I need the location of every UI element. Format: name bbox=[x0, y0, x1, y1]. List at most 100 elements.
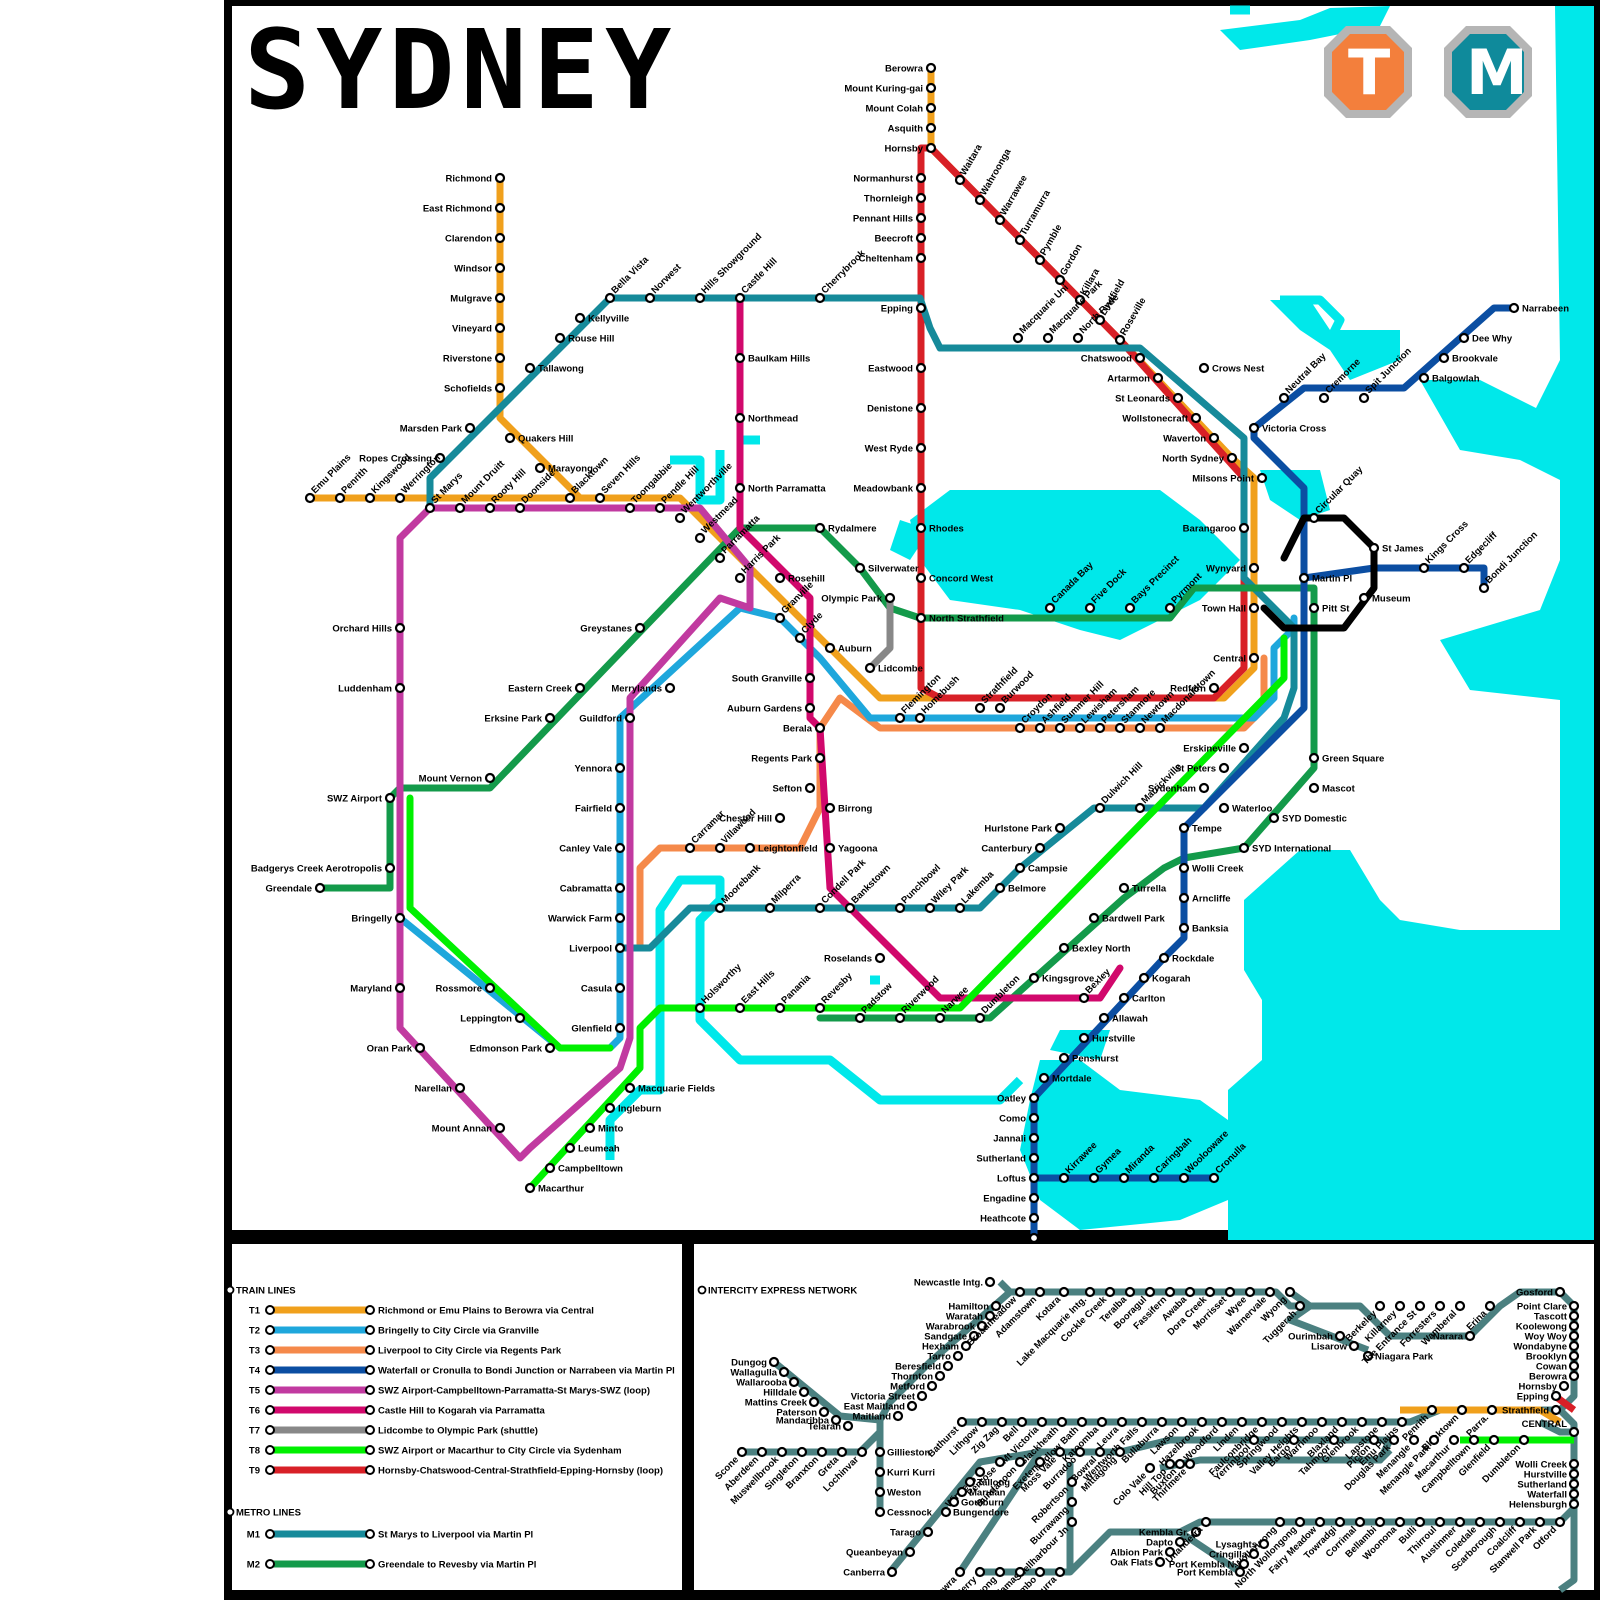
station-barangaroo[interactable] bbox=[1240, 524, 1248, 532]
intercity-station-lapstone[interactable] bbox=[1378, 1418, 1386, 1426]
station-blacktown[interactable] bbox=[566, 494, 574, 502]
station-dumbleton[interactable] bbox=[976, 1014, 984, 1022]
station-schofields[interactable] bbox=[496, 384, 504, 392]
intercity-station-faulconbridge[interactable] bbox=[1258, 1418, 1266, 1426]
intercity-station-parra[interactable] bbox=[1488, 1406, 1496, 1414]
intercity-station-oak-flats[interactable] bbox=[1156, 1558, 1164, 1566]
intercity-station-tallong[interactable] bbox=[966, 1478, 974, 1486]
station-engadine[interactable] bbox=[1030, 1194, 1038, 1202]
station-cremorne[interactable] bbox=[1320, 394, 1328, 402]
intercity-station-blacktown[interactable] bbox=[1458, 1406, 1466, 1414]
intercity-station-shellharbour-jn[interactable] bbox=[1068, 1518, 1076, 1526]
intercity-station-fassifern[interactable] bbox=[1166, 1288, 1174, 1296]
station-pendle-hill[interactable] bbox=[656, 504, 664, 512]
intercity-station-wolli-creek[interactable] bbox=[1570, 1460, 1578, 1468]
intercity-station-dora-creek[interactable] bbox=[1206, 1288, 1214, 1296]
intercity-station-scone[interactable] bbox=[738, 1448, 746, 1456]
intercity-station-coledale[interactable] bbox=[1476, 1518, 1484, 1526]
intercity-station-hazelbrook[interactable] bbox=[1198, 1418, 1206, 1426]
intercity-station-north-wollongong[interactable] bbox=[1296, 1518, 1304, 1526]
intercity-station-epping[interactable] bbox=[1552, 1392, 1560, 1400]
intercity-station-cockle-creek[interactable] bbox=[1106, 1288, 1114, 1296]
intercity-station-bell[interactable] bbox=[1018, 1418, 1026, 1426]
station-st-peters[interactable] bbox=[1220, 764, 1228, 772]
intercity-station-thirroul[interactable] bbox=[1436, 1518, 1444, 1526]
station-meadowbank[interactable] bbox=[917, 484, 925, 492]
intercity-station-waterfall[interactable] bbox=[1570, 1490, 1578, 1498]
intercity-station-bullaburra[interactable] bbox=[1158, 1418, 1166, 1426]
station-north-ryde[interactable] bbox=[1074, 334, 1082, 342]
station-yennora[interactable] bbox=[616, 764, 624, 772]
station-arncliffe[interactable] bbox=[1180, 894, 1188, 902]
station-wentworthville[interactable] bbox=[676, 514, 684, 522]
station-vineyard[interactable] bbox=[496, 324, 504, 332]
station-asquith[interactable] bbox=[927, 124, 935, 132]
station-lidcombe[interactable] bbox=[866, 664, 874, 672]
station-petersham[interactable] bbox=[1096, 724, 1104, 732]
station-flemington[interactable] bbox=[896, 714, 904, 722]
intercity-station-lawson[interactable] bbox=[1178, 1418, 1186, 1426]
intercity-station-lithgow[interactable] bbox=[978, 1418, 986, 1426]
station-campsie[interactable] bbox=[1016, 864, 1024, 872]
intercity-station-east-maitland[interactable] bbox=[908, 1402, 916, 1410]
station-strathfield[interactable] bbox=[976, 704, 984, 712]
station-sutherland[interactable] bbox=[1030, 1154, 1038, 1162]
station-newtown[interactable] bbox=[1136, 724, 1144, 732]
station-campbelltown[interactable] bbox=[546, 1164, 554, 1172]
station-crows-nest[interactable] bbox=[1200, 364, 1208, 372]
station-neutral-bay[interactable] bbox=[1280, 394, 1288, 402]
intercity-station-zig-zag[interactable] bbox=[998, 1418, 1006, 1426]
station-olympic-park[interactable] bbox=[886, 594, 894, 602]
intercity-station-tuggerah[interactable] bbox=[1296, 1302, 1304, 1310]
station-sefton[interactable] bbox=[806, 784, 814, 792]
intercity-station-canberra[interactable] bbox=[888, 1568, 896, 1576]
intercity-station-lysaghts[interactable] bbox=[1260, 1540, 1268, 1548]
intercity-station-telarah[interactable] bbox=[844, 1422, 852, 1430]
intercity-station-port-kembla-n[interactable] bbox=[1240, 1560, 1248, 1568]
station-harris-park[interactable] bbox=[736, 574, 744, 582]
intercity-station-blaxland[interactable] bbox=[1338, 1418, 1346, 1426]
station-stanmore[interactable] bbox=[1116, 724, 1124, 732]
station-bexley-north[interactable] bbox=[1060, 944, 1068, 952]
station-castle-hill[interactable] bbox=[736, 294, 744, 302]
station-regents-park[interactable] bbox=[816, 754, 824, 762]
station-spit-junction[interactable] bbox=[1360, 394, 1368, 402]
station-east-hills[interactable] bbox=[736, 1004, 744, 1012]
intercity-station-maitland[interactable] bbox=[894, 1412, 902, 1420]
intercity-station-berkeley[interactable] bbox=[1376, 1302, 1384, 1310]
station-syd-domestic[interactable] bbox=[1270, 814, 1278, 822]
intercity-station-warnervale[interactable] bbox=[1266, 1288, 1274, 1296]
station-chester-hill[interactable] bbox=[776, 814, 784, 822]
station-circular-quay[interactable] bbox=[1310, 514, 1318, 522]
station-loftus[interactable] bbox=[1030, 1174, 1038, 1182]
station-north-strathfield[interactable] bbox=[917, 614, 925, 622]
station-kogarah[interactable] bbox=[1140, 974, 1148, 982]
intercity-station-colo-vale[interactable] bbox=[1146, 1464, 1154, 1472]
intercity-station-koolewong[interactable] bbox=[1570, 1322, 1578, 1330]
intercity-station-cessnock[interactable] bbox=[876, 1508, 884, 1516]
intercity-station-goulburn[interactable] bbox=[950, 1498, 958, 1506]
station-warrawee[interactable] bbox=[996, 216, 1004, 224]
intercity-station-moss-vale[interactable] bbox=[1056, 1448, 1064, 1456]
station-auburn-gardens[interactable] bbox=[806, 704, 814, 712]
intercity-station-glenbrook[interactable] bbox=[1358, 1418, 1366, 1426]
intercity-station-wondabyne[interactable] bbox=[1570, 1342, 1578, 1350]
station-concord-west[interactable] bbox=[917, 574, 925, 582]
station-greystanes[interactable] bbox=[636, 624, 644, 632]
station-northmead[interactable] bbox=[736, 414, 744, 422]
intercity-station-towradgi[interactable] bbox=[1336, 1518, 1344, 1526]
intercity-station-douglas-park[interactable] bbox=[1390, 1436, 1398, 1444]
intercity-station-tascott[interactable] bbox=[1570, 1312, 1578, 1320]
intercity-station-austinmer[interactable] bbox=[1456, 1518, 1464, 1526]
station-kings-cross[interactable] bbox=[1420, 564, 1428, 572]
station-clarendon[interactable] bbox=[496, 234, 504, 242]
station-minto[interactable] bbox=[586, 1124, 594, 1132]
intercity-station-wollongong[interactable] bbox=[1276, 1518, 1284, 1526]
station-five-dock[interactable] bbox=[1086, 604, 1094, 612]
intercity-station-blackheath[interactable] bbox=[1058, 1418, 1066, 1426]
station-normanhurst[interactable] bbox=[917, 174, 925, 182]
station-hurstville[interactable] bbox=[1080, 1034, 1088, 1042]
station-birrong[interactable] bbox=[826, 804, 834, 812]
intercity-station-penrose[interactable] bbox=[996, 1458, 1004, 1466]
station-turramurra[interactable] bbox=[1016, 236, 1024, 244]
